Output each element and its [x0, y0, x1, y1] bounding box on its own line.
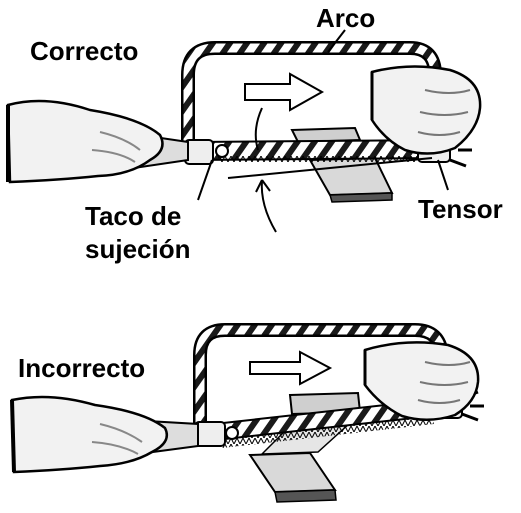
frame-label: Arco — [316, 3, 376, 33]
hand-icon — [370, 65, 482, 155]
holder-leader — [197, 159, 213, 201]
correct-scene — [6, 29, 482, 233]
motion-arrowhead — [255, 179, 271, 193]
motion-curve — [254, 107, 263, 151]
blade-leader — [227, 157, 433, 179]
tensor-leader — [437, 159, 449, 191]
hand-icon — [10, 395, 169, 474]
motion-curve — [260, 179, 277, 233]
correct-label: Correcto — [30, 36, 139, 66]
frame-leader — [327, 29, 346, 53]
holder-label-line1: Taco de — [85, 201, 182, 231]
workpiece-block-icon — [290, 126, 394, 203]
incorrect-scene — [10, 323, 484, 503]
incorrect-label: Incorrecto — [18, 353, 146, 383]
tensioner-label: Tensor — [418, 194, 503, 224]
hand-icon — [363, 341, 480, 421]
holder-label-line2: sujeción — [85, 234, 191, 264]
hand-icon — [6, 99, 164, 184]
arrow-right-icon — [244, 72, 325, 112]
arrow-right-icon — [249, 350, 333, 386]
